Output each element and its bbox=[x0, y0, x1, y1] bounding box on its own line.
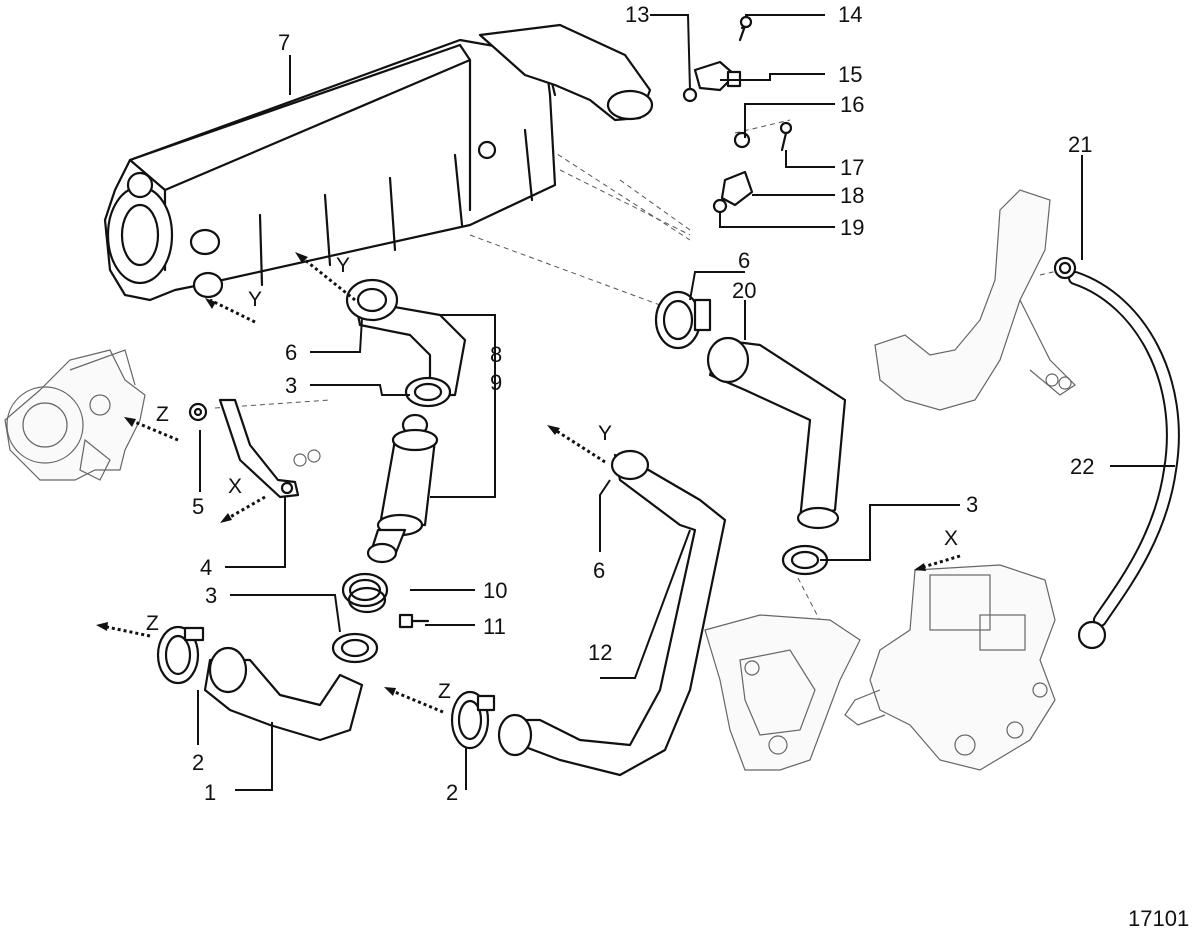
callout-4: 4 bbox=[200, 555, 212, 580]
callout-20: 20 bbox=[732, 278, 756, 303]
hose-clamp-part-3-upper bbox=[404, 376, 452, 408]
callout-3-right: 3 bbox=[966, 492, 978, 517]
view-letter-z-1: Z bbox=[156, 403, 169, 426]
view-letters: Y Y Y Z Z Z X X bbox=[146, 254, 958, 703]
view-letter-x-2: X bbox=[944, 527, 958, 550]
callout-16: 16 bbox=[840, 92, 864, 117]
hose-part-22 bbox=[1068, 271, 1180, 650]
callout-3-upper: 3 bbox=[285, 373, 297, 398]
heat-exchanger-part-7 bbox=[103, 23, 654, 302]
figure-number: 17101 bbox=[1128, 906, 1189, 931]
bracket-part-4 bbox=[218, 398, 300, 499]
view-letter-y-2: Y bbox=[336, 254, 350, 277]
callout-13: 13 bbox=[625, 2, 649, 27]
callout-6-left: 6 bbox=[285, 340, 297, 365]
bolt-part-11 bbox=[398, 613, 430, 629]
nut-part-5 bbox=[188, 402, 208, 422]
view-letter-z-3: Z bbox=[438, 680, 451, 703]
seawater-pump-ghost bbox=[4, 349, 146, 481]
screw-part-14 bbox=[738, 15, 753, 42]
callout-15: 15 bbox=[838, 62, 862, 87]
callout-14: 14 bbox=[838, 2, 862, 27]
callout-2-right: 2 bbox=[446, 780, 458, 805]
callout-2-left: 2 bbox=[192, 750, 204, 775]
callout-3-lower: 3 bbox=[205, 583, 217, 608]
water-pump-ghost bbox=[874, 189, 1076, 411]
callout-6-mid: 6 bbox=[593, 558, 605, 583]
hose-clamp-part-6-right bbox=[654, 290, 712, 350]
hose-part-20 bbox=[706, 336, 847, 530]
callout-12: 12 bbox=[588, 640, 612, 665]
callout-10: 10 bbox=[483, 578, 507, 603]
callout-8: 8 bbox=[490, 342, 502, 367]
view-letter-y-3: Y bbox=[598, 422, 612, 445]
hose-part-12 bbox=[497, 449, 727, 777]
hose-clamp-part-2-left bbox=[156, 625, 205, 685]
plate-part-18 bbox=[720, 170, 754, 207]
hose-part-8 bbox=[345, 278, 467, 397]
view-letter-x-1: X bbox=[228, 475, 242, 498]
cooler-part-9 bbox=[366, 413, 439, 564]
hose-part-10 bbox=[341, 572, 389, 614]
leader-lines bbox=[197, 14, 1175, 791]
small-nuts-ghost bbox=[293, 449, 321, 467]
ghost-engine-outlines bbox=[4, 189, 1076, 771]
hose-part-1 bbox=[203, 646, 364, 742]
screw-part-17 bbox=[779, 121, 793, 152]
view-letter-z-2: Z bbox=[146, 612, 159, 635]
callout-19: 19 bbox=[840, 215, 864, 240]
callout-17: 17 bbox=[840, 155, 864, 180]
clamp-part-21 bbox=[1053, 256, 1077, 280]
callout-9: 9 bbox=[490, 370, 502, 395]
sensor-part-15 bbox=[693, 60, 742, 92]
callout-6-right: 6 bbox=[738, 248, 750, 273]
washer-part-16 bbox=[733, 131, 751, 149]
view-letter-y-1: Y bbox=[248, 288, 262, 311]
callout-labels: 7 13 14 15 16 17 18 19 21 22 6 20 6 8 9 … bbox=[192, 2, 1094, 805]
callout-1: 1 bbox=[204, 780, 216, 805]
oring-part-19 bbox=[712, 198, 728, 214]
thermostat-housing-ghost bbox=[704, 614, 861, 771]
view-arrows bbox=[96, 252, 961, 714]
oring-part-13 bbox=[682, 87, 698, 103]
hose-clamp-part-2-right bbox=[450, 690, 496, 750]
callout-22: 22 bbox=[1070, 454, 1094, 479]
callout-21: 21 bbox=[1068, 132, 1092, 157]
callout-11: 11 bbox=[483, 614, 506, 639]
callout-18: 18 bbox=[840, 183, 864, 208]
callout-7: 7 bbox=[278, 30, 290, 55]
injection-pump-ghost bbox=[844, 564, 1056, 771]
callout-5: 5 bbox=[192, 494, 204, 519]
hose-clamp-part-3-lower bbox=[331, 632, 379, 664]
